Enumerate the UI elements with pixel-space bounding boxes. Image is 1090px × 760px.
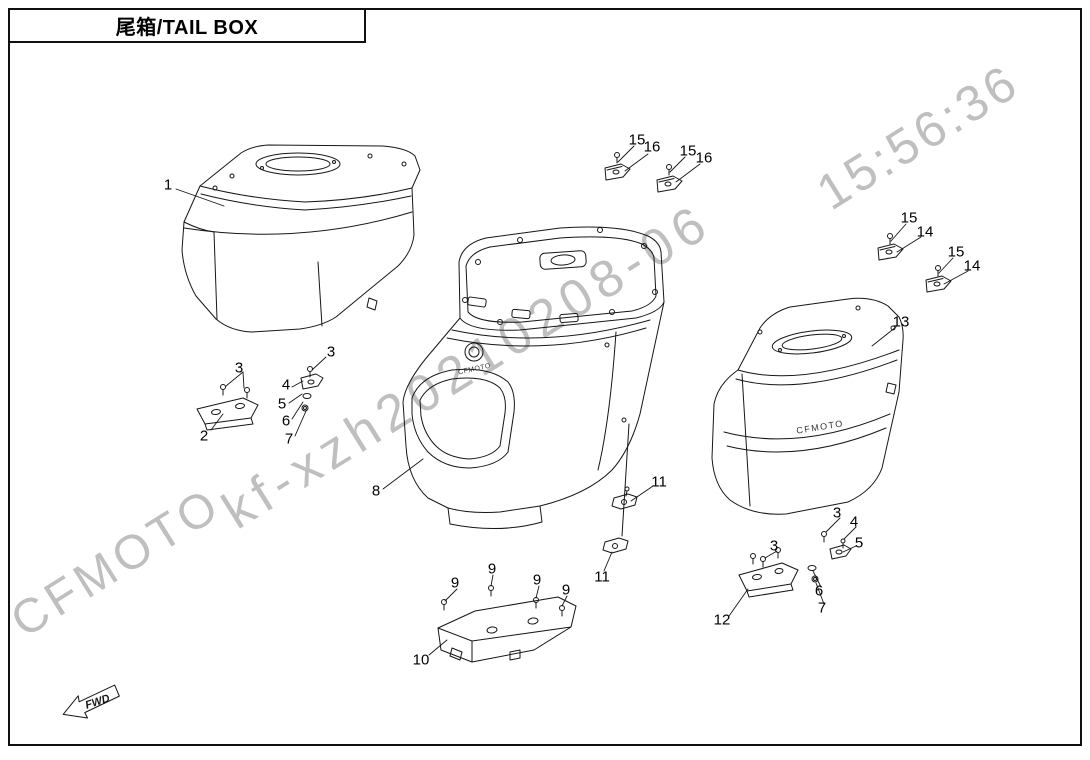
bracket-10-drawing bbox=[437, 585, 577, 663]
bracket-2-drawing bbox=[196, 384, 259, 431]
hardware-top-drawing bbox=[604, 152, 683, 193]
title-box: 尾箱/TAIL BOX bbox=[8, 8, 366, 43]
tail-box-logo-text: CFMOTO bbox=[458, 363, 492, 377]
fwd-arrow: FWD bbox=[62, 684, 120, 719]
tail-box-drawing: CFMOTO bbox=[402, 226, 665, 537]
hardware-left-drawing bbox=[300, 366, 324, 412]
side-case-logo-text: CFMOTO bbox=[796, 418, 845, 435]
latch-11-drawing bbox=[602, 486, 638, 554]
bracket-12-drawing bbox=[738, 547, 799, 598]
leader-lines bbox=[175, 145, 969, 656]
page-border bbox=[8, 8, 1082, 746]
page-title: 尾箱/TAIL BOX bbox=[115, 17, 259, 39]
side-case-right-drawing: CFMOTO bbox=[711, 297, 904, 515]
hardware-right-drawing bbox=[760, 531, 852, 583]
side-case-left-drawing bbox=[181, 144, 421, 333]
fwd-label: FWD bbox=[84, 693, 112, 712]
hardware-right-top-drawing bbox=[877, 233, 952, 293]
